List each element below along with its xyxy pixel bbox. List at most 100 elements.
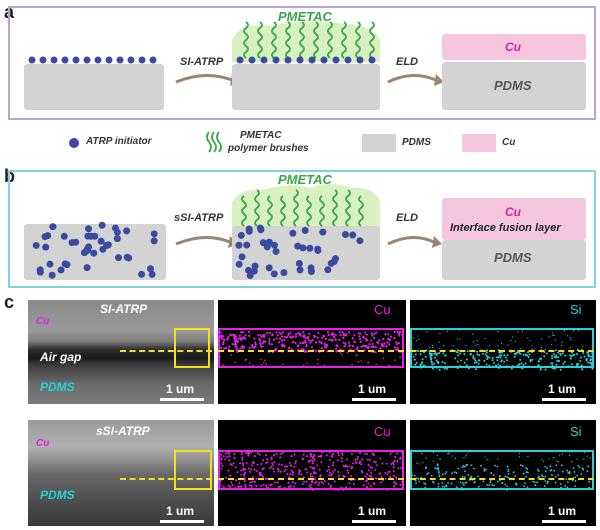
eds-signal-dot xyxy=(582,345,584,347)
eds-signal-dot xyxy=(489,479,492,482)
eds-signal-dot xyxy=(373,336,376,339)
eds-signal-dot xyxy=(222,364,225,366)
eds-signal-dot xyxy=(586,455,589,457)
eds-signal-dot xyxy=(544,475,547,478)
eds-signal-dot xyxy=(261,468,264,471)
eds-signal-dot xyxy=(359,451,362,454)
eds-signal-dot xyxy=(220,457,223,460)
eds-signal-dot xyxy=(299,341,302,345)
eds-signal-dot xyxy=(562,362,565,365)
initiator-dot xyxy=(235,260,243,268)
eds-signal-dot xyxy=(355,348,358,351)
eds-signal-dot xyxy=(327,482,330,485)
eds-signal-dot xyxy=(252,461,255,464)
eds-signal-dot xyxy=(515,482,517,485)
polymer-brush xyxy=(280,195,286,227)
eds-signal-dot xyxy=(486,484,488,486)
eds-signal-dot xyxy=(561,470,564,473)
eds-signal-dot xyxy=(254,343,257,346)
eds-signal-dot xyxy=(533,481,536,484)
eds-signal-dot xyxy=(360,360,363,362)
initiator-dot xyxy=(324,266,332,274)
initiator-dot xyxy=(243,241,251,249)
initiator-dot xyxy=(48,271,56,279)
dashed-line xyxy=(120,478,212,480)
brush-legend-icon xyxy=(206,131,222,153)
eds-signal-dot xyxy=(554,367,557,370)
initiator-dot xyxy=(99,245,107,253)
eds-signal-dot xyxy=(288,461,291,464)
eds-signal-dot xyxy=(429,347,431,349)
highlight-box xyxy=(174,328,210,368)
eds-signal-dot xyxy=(513,352,516,355)
eds-signal-dot xyxy=(254,341,257,344)
eds-signal-dot xyxy=(430,361,433,364)
eds-signal-dot xyxy=(251,344,254,347)
initiator-cloud-b1 xyxy=(32,221,158,279)
eds-signal-dot xyxy=(391,461,394,464)
eds-signal-dot xyxy=(332,335,335,339)
eds-signal-dot xyxy=(496,359,499,362)
arrow-icon xyxy=(175,236,231,246)
si-map-row1 xyxy=(410,300,596,404)
initiator-dot xyxy=(270,241,278,249)
eds-signal-dot xyxy=(320,347,324,350)
eds-signal-dot xyxy=(561,352,564,355)
polymer-brush xyxy=(257,21,263,59)
eds-signal-dot xyxy=(356,458,359,461)
eds-signal-dot xyxy=(304,341,307,344)
eds-signal-dot xyxy=(506,354,509,357)
eds-signal-dot xyxy=(337,452,340,455)
eds-signal-dot xyxy=(371,342,374,346)
legend-graphics xyxy=(69,131,496,153)
eds-signal-dot xyxy=(448,452,450,454)
eds-signal-dot xyxy=(327,465,330,468)
initiator-dot xyxy=(42,243,50,251)
initiator-dot xyxy=(146,265,154,273)
eds-signal-dot xyxy=(426,330,428,333)
eds-signal-dot xyxy=(395,341,398,344)
eds-signal-dot xyxy=(339,352,342,354)
eds-signal-dot xyxy=(439,332,441,335)
eds-signal-dot xyxy=(376,341,379,344)
initiator-dot xyxy=(260,56,268,64)
eds-signal-dot xyxy=(558,359,561,362)
eds-signal-dot xyxy=(313,467,316,470)
eds-signal-dot xyxy=(290,336,294,339)
eds-signal-dot xyxy=(300,473,303,476)
eds-signal-dot xyxy=(439,458,441,461)
eds-signal-dot xyxy=(465,464,468,466)
initiator-dot xyxy=(138,270,146,278)
eds-signal-dot xyxy=(570,355,573,358)
eds-signal-dot xyxy=(224,452,227,455)
eds-signal-dot xyxy=(466,453,468,455)
eds-signal-dot xyxy=(245,462,248,465)
eds-signal-dot xyxy=(396,346,399,350)
eds-signal-dot xyxy=(243,474,246,477)
eds-signal-dot xyxy=(399,457,402,460)
eds-signal-dot xyxy=(488,356,491,359)
eds-signal-dot xyxy=(484,353,487,356)
eds-signal-dot xyxy=(308,332,311,335)
eds-signal-dot xyxy=(244,359,247,361)
eds-signal-dot xyxy=(439,347,441,350)
pmetac-label-a: PMETAC xyxy=(278,9,332,24)
panel-c-letter: c xyxy=(4,292,15,312)
eds-signal-dot xyxy=(242,469,245,472)
eds-signal-dot xyxy=(240,469,243,472)
eds-signal-dot xyxy=(506,476,509,478)
eds-signal-dot xyxy=(441,485,444,488)
eds-signal-dot xyxy=(447,481,449,484)
eds-signal-dot xyxy=(236,339,239,343)
legend-brushes-label-1: PMETAC xyxy=(240,130,282,141)
eds-signal-dot xyxy=(281,451,284,454)
initiator-dot xyxy=(50,56,58,64)
eds-signal-dot xyxy=(262,475,265,478)
eds-signal-dot xyxy=(351,462,354,465)
eds-signal-dot xyxy=(542,460,545,462)
eds-signal-dot xyxy=(385,345,388,348)
eds-signal-dot xyxy=(332,452,335,455)
eds-signal-dot xyxy=(241,462,244,465)
eds-signal-dot xyxy=(555,356,558,359)
cu-layer-a3 xyxy=(442,34,586,60)
